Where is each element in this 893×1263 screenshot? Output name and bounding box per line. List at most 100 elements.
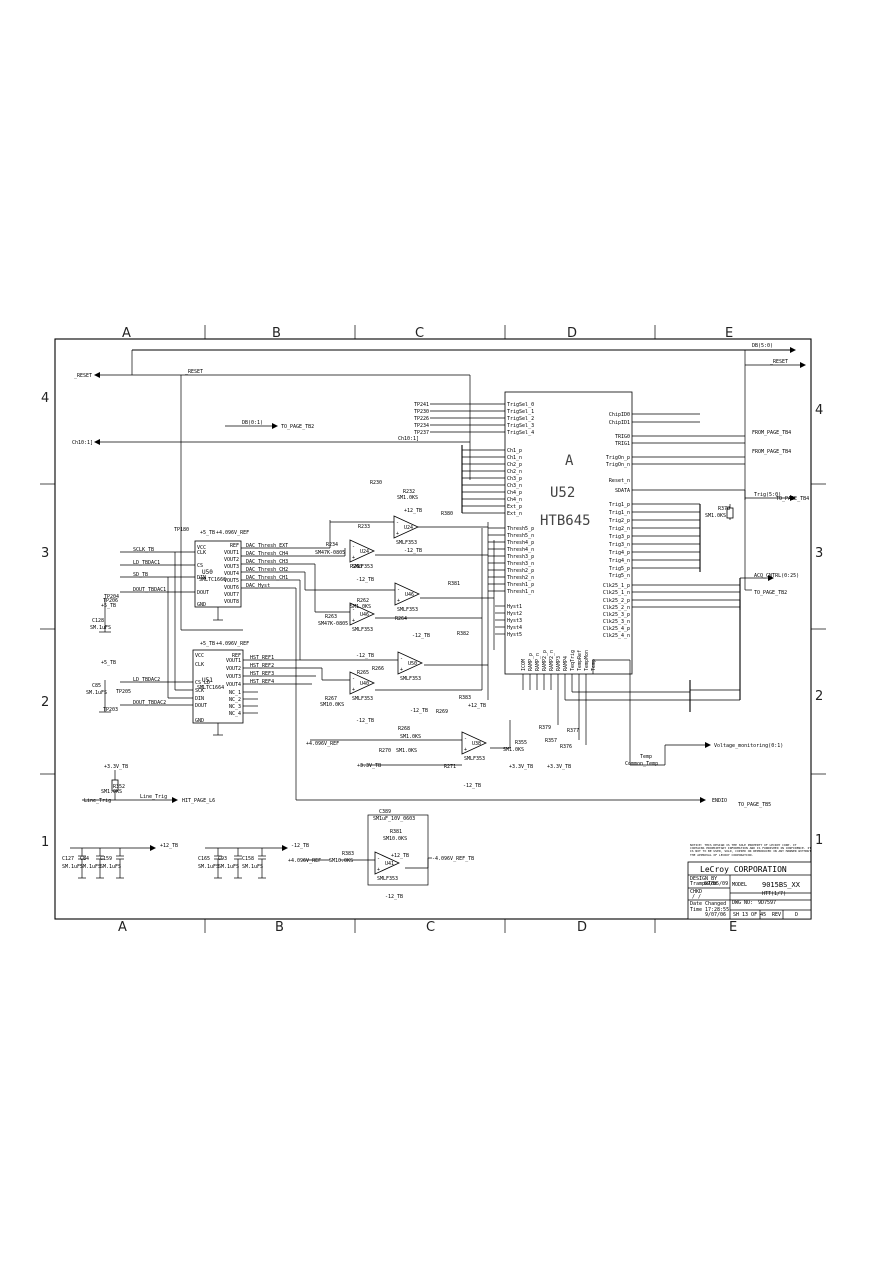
u51-left-pin: VCC <box>195 653 204 659</box>
u52-bottom-pin: RAMP2_n <box>549 650 555 671</box>
r376-label: R376 <box>560 744 572 750</box>
r234-label: R234 <box>326 542 338 548</box>
net-line-trig: Line_Trig <box>84 798 111 804</box>
u52-right-wires <box>632 413 796 610</box>
opamp-plus: + <box>352 555 355 561</box>
p33-net-r377: +3.3V_TB <box>547 764 571 770</box>
u50-output-net: DAC_Thresh_CH2 <box>246 567 288 573</box>
opamp-plus: + <box>400 667 403 673</box>
u52-left-pin: Ch2_n <box>507 469 522 475</box>
u50-output-net: DAC_Thresh_CH3 <box>246 559 288 565</box>
r230-label: R230 <box>370 480 382 486</box>
u52-left-pin: Thresh3_n <box>507 561 534 567</box>
opamp7-vneg: -12_TB <box>463 783 481 789</box>
u52-right-pin: Trig3_p <box>609 534 630 540</box>
opamp-part: SMLF353 <box>397 607 418 613</box>
tp-trigsel-1: TP230 <box>414 409 429 415</box>
u52-left-pin: Hyst3 <box>507 618 522 624</box>
zone-col-d-top: D <box>567 326 577 341</box>
tp-206-a: TP206 <box>103 598 118 604</box>
opamp-symbol <box>349 539 375 563</box>
tb-dwg-lbl: DWG NO: <box>732 900 753 906</box>
line-trig-circuit <box>82 770 178 803</box>
tb-dwg: 9D7597 <box>758 900 776 906</box>
bypass-cap-val: SM.1uFS <box>62 864 83 870</box>
opamp-plus: + <box>377 867 380 873</box>
tb-model-lbl: MODEL <box>732 882 747 888</box>
opamp-part: SMLF353 <box>400 676 421 682</box>
u51-right-pin: VOUT3 <box>226 674 241 680</box>
opamp-plus: + <box>352 687 355 693</box>
r355-label: R355 <box>515 740 527 746</box>
opamp-ref: U24 <box>360 549 369 555</box>
net-to-page-tb2-top: TO_PAGE_TB2 <box>281 424 314 430</box>
c85-val: SM.1uFS <box>86 690 107 696</box>
u52-right-pin: SDATA <box>615 488 630 494</box>
u52-right-pin: Trig5_p <box>609 566 630 572</box>
opamp-minus: - <box>396 520 399 526</box>
net-acq-ctrl: ACQ_CNTRL(0:25) <box>754 573 799 579</box>
opamp-ref: U46 <box>360 612 369 618</box>
tb-rev: D <box>795 912 798 918</box>
u50-right-pin: VOUT1 <box>224 550 239 556</box>
bypass-cap-ref: C84 <box>80 856 89 862</box>
notice-box: NOTICE: THIS DESIGN IS THE SOLE PROPERTY… <box>690 844 811 856</box>
net-voltage-mon: Voltage_monitoring(0:1) <box>714 743 783 749</box>
u52-right-pin: Trig3_n <box>609 542 630 548</box>
tb-sub-model: HTT(1/7) <box>762 891 786 897</box>
net-from-tb4-a: FROM_PAGE_TB4 <box>752 430 791 436</box>
u52-left-pin: Ch4_n <box>507 497 522 503</box>
u52-part: HTB645 <box>540 513 591 529</box>
u52-left-pin: Ch4_p <box>507 490 522 496</box>
r264-label: R264 <box>395 616 407 622</box>
opamp4-vneg: -12_TB <box>356 653 374 659</box>
r378-label: R378 <box>718 506 730 512</box>
tp-203: TP203 <box>103 707 118 713</box>
u52-left-pin: Ch3_p <box>507 476 522 482</box>
u52-left-pin: Thresh2_p <box>507 568 534 574</box>
net-sclk: SCLK_TB <box>133 547 154 553</box>
u51-right-pin: NC_3 <box>229 704 241 710</box>
u51-left-pin: DIN <box>195 696 204 702</box>
ref-net-bottom: +4.096V_REF <box>288 858 321 864</box>
opamp-part: SMLF353 <box>352 564 373 570</box>
top-buses <box>94 347 806 545</box>
net-dout1: DOUT_TBDAC1 <box>133 587 166 593</box>
bypass-cap-val: SM.1uFS <box>100 864 121 870</box>
u52-bottom-pin: RAMP3 <box>556 656 562 671</box>
u51-left-pin: GND <box>195 718 204 724</box>
neg-reference-circuit <box>303 814 432 886</box>
r355-val: SM1.0KS <box>503 747 524 753</box>
u52-bottom-pin: RAMP_p <box>528 653 534 671</box>
u50-right-pin: VOUT5 <box>224 578 239 584</box>
zone-row-2-right: 2 <box>815 689 823 704</box>
opamp-symbol <box>349 602 375 626</box>
zone-row-4-left: 4 <box>41 391 49 406</box>
u50-left-pin: GND <box>197 602 206 608</box>
opamp2-vneg: -12_TB <box>356 577 374 583</box>
net-common-temp: Common_Temp <box>625 761 658 767</box>
opamp-symbol <box>397 651 423 675</box>
u50-right-pin: VOUT6 <box>224 585 239 591</box>
r381-bottom: R381 <box>390 829 402 835</box>
opamp-symbol <box>393 515 419 539</box>
tp-204: TP204 <box>104 594 119 600</box>
u52-left-pin: Hyst1 <box>507 604 522 610</box>
ref-neg-out: -4.096V_REF_TB <box>432 856 474 862</box>
c128-ref: C128 <box>92 618 104 624</box>
u50-right-pin: VOUT7 <box>224 592 239 598</box>
r270-val: SM1.0KS <box>396 748 417 754</box>
r234-val: SM47K-0805 <box>315 550 345 556</box>
u52-right-pin: Clk25_3_p <box>603 612 630 618</box>
net-endio: ENDIO <box>712 798 727 804</box>
bypass-cap-val: SM.1uFS <box>80 864 101 870</box>
u52-right-pin: Clk25_1_n <box>603 590 630 596</box>
opamp-part: SMLF353 <box>377 876 398 882</box>
u52-right-pin: Clk25_2_p <box>603 598 630 604</box>
tp-180: TP180 <box>174 527 189 533</box>
u52-right-pin: ChipID1 <box>609 420 630 426</box>
opamp-symbol <box>461 731 487 755</box>
u52-left-pin: Thresh4_n <box>507 547 534 553</box>
net-db: DB(5:0) <box>752 343 773 349</box>
